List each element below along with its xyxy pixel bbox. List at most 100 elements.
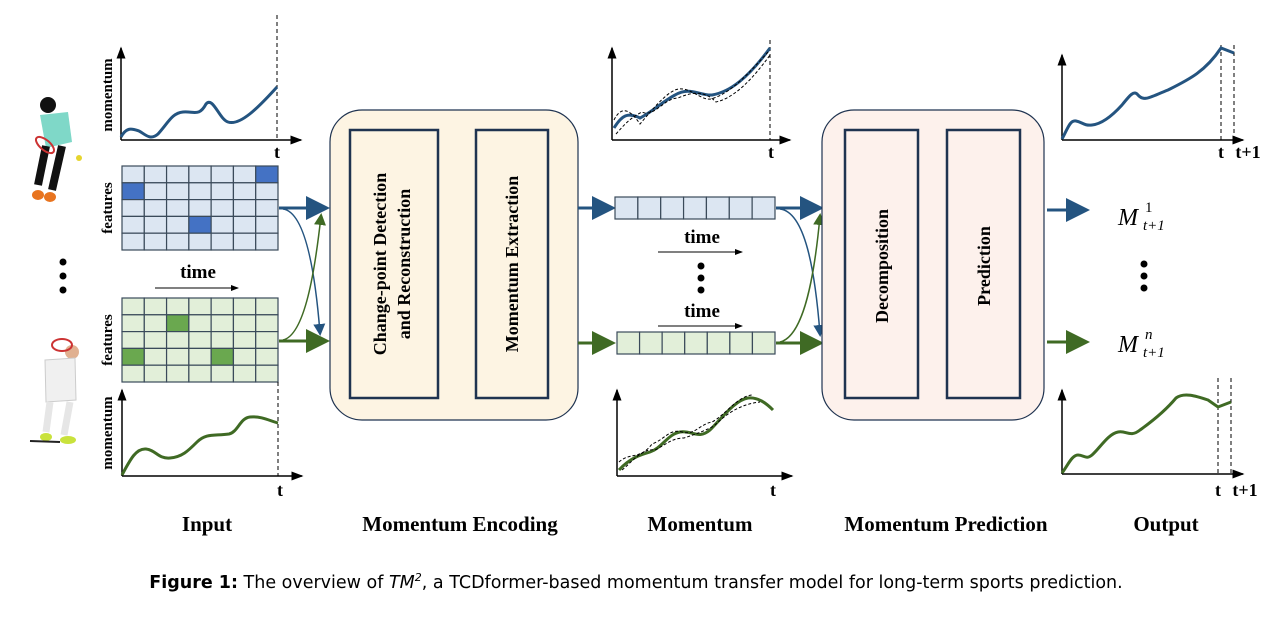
grid-cell: [255, 215, 279, 234]
grid-cell: [232, 232, 257, 251]
grid-cell-highlighted: [210, 347, 235, 366]
grid-cell: [728, 196, 753, 220]
grid-cell: [210, 182, 235, 201]
grid-cell: [255, 364, 279, 383]
grid-cell: [121, 215, 145, 234]
grid-cell: [210, 199, 235, 218]
t-label: t: [274, 142, 280, 162]
grid-cell: [255, 297, 279, 316]
momentum-chart-top: t: [607, 40, 792, 162]
grid-cell: [729, 331, 754, 355]
grid-cell: [121, 364, 145, 383]
y-axis-label: momentum: [100, 58, 116, 132]
grid-cell: [121, 199, 145, 218]
change-point-label-2: and Reconstruction: [394, 189, 414, 340]
grid-cell: [143, 297, 168, 316]
grid-cell: [637, 196, 662, 220]
section-prediction: Momentum Prediction: [844, 512, 1047, 536]
grid-cell-highlighted: [121, 347, 145, 366]
grid-cell: [165, 215, 190, 234]
grid-cell: [232, 182, 257, 201]
section-momentum: Momentum: [648, 512, 753, 536]
change-point-block: [348, 128, 440, 400]
svg-text:1: 1: [1145, 200, 1153, 216]
t-plus-1-label: t+1: [1235, 142, 1260, 162]
svg-text:t+1: t+1: [1143, 345, 1165, 361]
grid-cell: [210, 364, 235, 383]
grid-cell: [616, 331, 641, 355]
grid-cell: [255, 347, 279, 366]
grid-cell: [210, 297, 235, 316]
momentum-chart-bottom: t: [612, 388, 794, 500]
features-label: features: [100, 182, 116, 234]
grid-cell: [188, 232, 212, 251]
svg-text:t+1: t+1: [1143, 218, 1165, 234]
grid-cell: [165, 182, 190, 201]
ellipsis-right: [1140, 260, 1148, 292]
feature-grid-green: [121, 297, 279, 383]
grid-cell: [255, 232, 279, 251]
grid-cell: [614, 196, 639, 220]
time-label: time: [684, 227, 720, 248]
grid-cell: [188, 347, 212, 366]
svg-text:n: n: [1145, 327, 1153, 343]
grid-cell: [706, 331, 731, 355]
grid-cell: [143, 364, 168, 383]
grid-cell: [255, 331, 279, 350]
player-1-icon: [32, 97, 82, 202]
grid-cell: [232, 331, 257, 350]
grid-cell: [143, 314, 168, 333]
time-label: time: [180, 262, 216, 283]
grid-cell: [210, 215, 235, 234]
svg-text:M: M: [1117, 205, 1140, 231]
t-label: t: [770, 480, 776, 500]
grid-cell: [232, 364, 257, 383]
grid-cell: [143, 331, 168, 350]
grid-cell: [188, 165, 212, 184]
momentum-extraction-label: Momentum Extraction: [502, 176, 522, 352]
input-arrows: [279, 196, 330, 353]
grid-cell: [255, 182, 279, 201]
grid-cell: [210, 232, 235, 251]
output-chart-top: t t+1: [1057, 45, 1261, 162]
output-chart-bottom: t t+1: [1057, 378, 1258, 500]
svg-text:M: M: [1117, 332, 1140, 358]
grid-cell: [188, 182, 212, 201]
grid-cell: [232, 199, 257, 218]
input-chart-bottom: momentum t: [100, 382, 304, 500]
grid-cell: [232, 314, 257, 333]
grid-cell: [143, 215, 168, 234]
ellipsis-middle: [697, 262, 705, 294]
grid-cell: [210, 314, 235, 333]
output-m1-label: M 1 t+1: [1117, 200, 1165, 234]
grid-cell: [751, 331, 776, 355]
grid-cell-highlighted: [188, 215, 212, 234]
grid-cell: [188, 331, 212, 350]
y-axis-label: momentum: [100, 396, 116, 470]
momentum-prediction-module: Decomposition Prediction: [821, 109, 1045, 421]
grid-cell: [165, 232, 190, 251]
features-label: features: [100, 314, 116, 366]
grid-cell: [255, 199, 279, 218]
grid-cell: [660, 196, 685, 220]
section-encoding: Momentum Encoding: [362, 512, 558, 536]
section-output: Output: [1133, 512, 1198, 536]
input-chart-top: momentum t: [100, 15, 303, 162]
grid-cell: [232, 347, 257, 366]
t-label: t: [1215, 480, 1221, 500]
decomposition-label: Decomposition: [872, 209, 892, 323]
grid-cell: [210, 165, 235, 184]
section-input: Input: [182, 512, 232, 536]
t-plus-1-label: t+1: [1232, 480, 1257, 500]
grid-cell: [165, 347, 190, 366]
grid-cell: [188, 314, 212, 333]
grid-cell-highlighted: [255, 165, 279, 184]
grid-cell: [165, 331, 190, 350]
grid-cell: [165, 165, 190, 184]
grid-cell: [705, 196, 730, 220]
grid-cell: [165, 364, 190, 383]
ellipsis-left: [59, 258, 67, 294]
grid-cell: [232, 215, 257, 234]
grid-cell: [143, 182, 168, 201]
